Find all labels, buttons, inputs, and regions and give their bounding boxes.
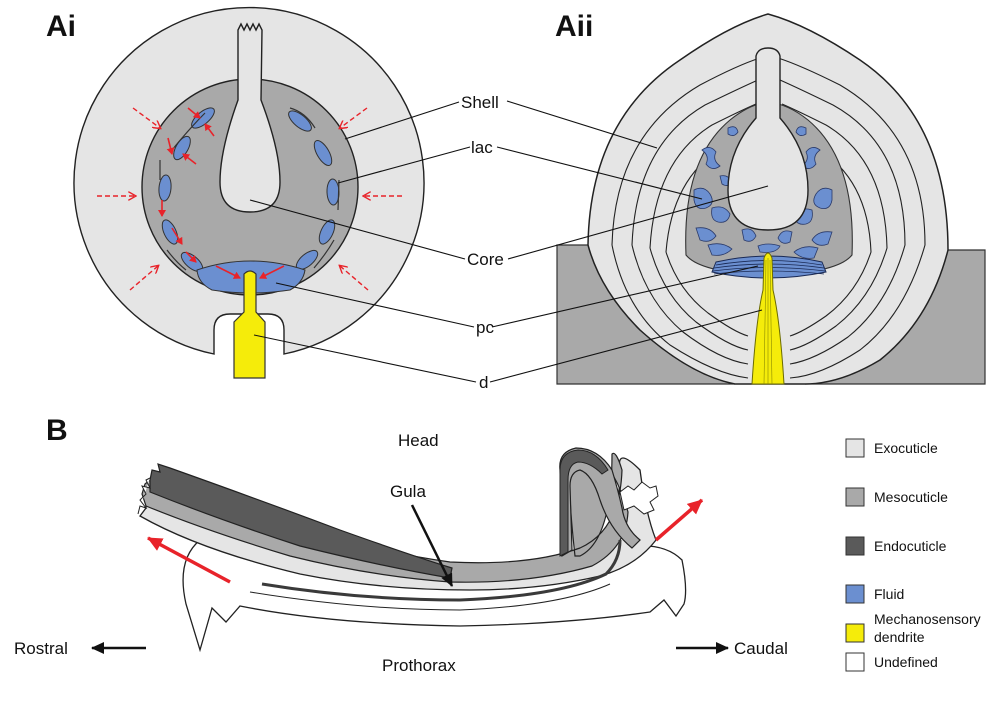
label-gula: Gula [390,482,426,501]
legend-item-fluid: Fluid [846,585,904,603]
legend-label-undefined: Undefined [874,654,938,670]
panel-label-b: B [46,414,68,447]
label-shell: Shell [461,93,499,112]
legend-label-fluid: Fluid [874,586,904,602]
panel-b: B Head Gula Rostral Caudal Prothorax [14,414,788,675]
legend-label-mesocuticle: Mesocuticle [874,489,948,505]
b-red-arrow-right [656,500,702,540]
legend-item-endocuticle: Endocuticle [846,537,947,555]
panel-ai: Ai [46,8,424,378]
legend-label-endocuticle: Endocuticle [874,538,947,554]
label-pc: pc [476,318,494,337]
legend-item-dendrite: Mechanosensory dendrite [846,611,981,645]
label-caudal: Caudal [734,639,788,658]
panel-label-aii: Aii [555,10,593,43]
panel-aii: Aii [555,10,985,384]
label-rostral: Rostral [14,639,68,658]
legend-swatch-mesocuticle [846,488,864,506]
legend: Exocuticle Mesocuticle Endocuticle Fluid… [846,439,981,671]
legend-swatch-endocuticle [846,537,864,555]
legend-item-exocuticle: Exocuticle [846,439,938,457]
panel-label-ai: Ai [46,10,76,43]
label-d: d [479,373,488,392]
legend-item-mesocuticle: Mesocuticle [846,488,948,506]
label-core: Core [467,250,504,269]
legend-label-dendrite-line2: dendrite [874,629,925,645]
legend-swatch-exocuticle [846,439,864,457]
legend-label-exocuticle: Exocuticle [874,440,938,456]
label-head: Head [398,431,439,450]
leader-d-ai [254,335,476,382]
legend-swatch-fluid [846,585,864,603]
label-lac: lac [471,138,493,157]
legend-swatch-dendrite [846,624,864,642]
legend-item-undefined: Undefined [846,653,938,671]
legend-label-dendrite: Mechanosensory [874,611,981,627]
legend-swatch-undefined [846,653,864,671]
label-prothorax: Prothorax [382,656,456,675]
